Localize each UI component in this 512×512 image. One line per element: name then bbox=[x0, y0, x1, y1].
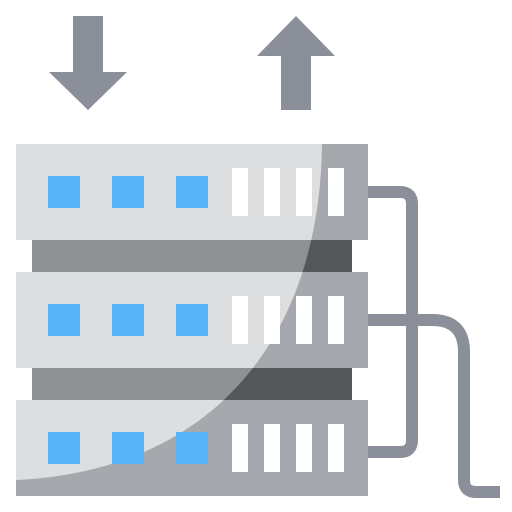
status-led bbox=[48, 176, 80, 208]
server-unit-1 bbox=[48, 168, 344, 216]
drive-slot bbox=[328, 296, 344, 344]
drive-slot bbox=[296, 168, 312, 216]
server-unit-2 bbox=[48, 296, 344, 344]
upload-arrow-icon bbox=[257, 16, 335, 110]
status-led bbox=[112, 432, 144, 464]
status-led bbox=[176, 176, 208, 208]
status-led bbox=[112, 176, 144, 208]
download-arrow-icon bbox=[49, 16, 127, 110]
drive-slot bbox=[264, 168, 280, 216]
drive-slot bbox=[264, 296, 280, 344]
drive-slot bbox=[264, 424, 280, 472]
network-cable-icon bbox=[368, 186, 500, 498]
status-led bbox=[112, 304, 144, 336]
drive-slot bbox=[296, 296, 312, 344]
drive-slot bbox=[232, 424, 248, 472]
server-unit-3 bbox=[48, 424, 344, 472]
status-led bbox=[176, 432, 208, 464]
server-rack-icon bbox=[16, 144, 368, 496]
status-led bbox=[48, 304, 80, 336]
drive-slot bbox=[328, 168, 344, 216]
drive-slot bbox=[296, 424, 312, 472]
status-led bbox=[48, 432, 80, 464]
drive-slot bbox=[232, 168, 248, 216]
drive-slot bbox=[232, 296, 248, 344]
drive-slot bbox=[328, 424, 344, 472]
status-led bbox=[176, 304, 208, 336]
